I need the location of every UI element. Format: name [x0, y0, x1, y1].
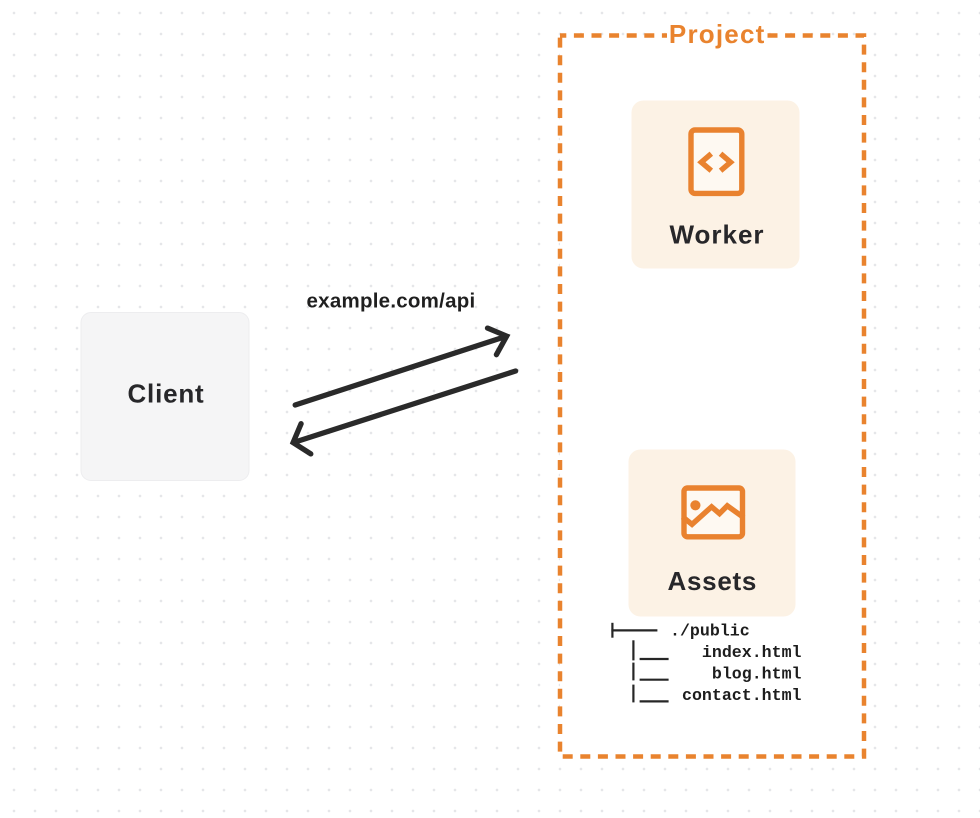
- svg-text:Client: Client: [127, 379, 204, 409]
- svg-text:blog.html: blog.html: [712, 664, 802, 683]
- svg-text:example.com/api: example.com/api: [307, 290, 476, 313]
- svg-text:Project: Project: [669, 19, 766, 49]
- svg-text:index.html: index.html: [702, 643, 802, 662]
- svg-text:./public: ./public: [670, 621, 750, 640]
- svg-text:Worker: Worker: [669, 220, 764, 250]
- svg-text:contact.html: contact.html: [682, 686, 802, 705]
- svg-text:Assets: Assets: [668, 566, 757, 596]
